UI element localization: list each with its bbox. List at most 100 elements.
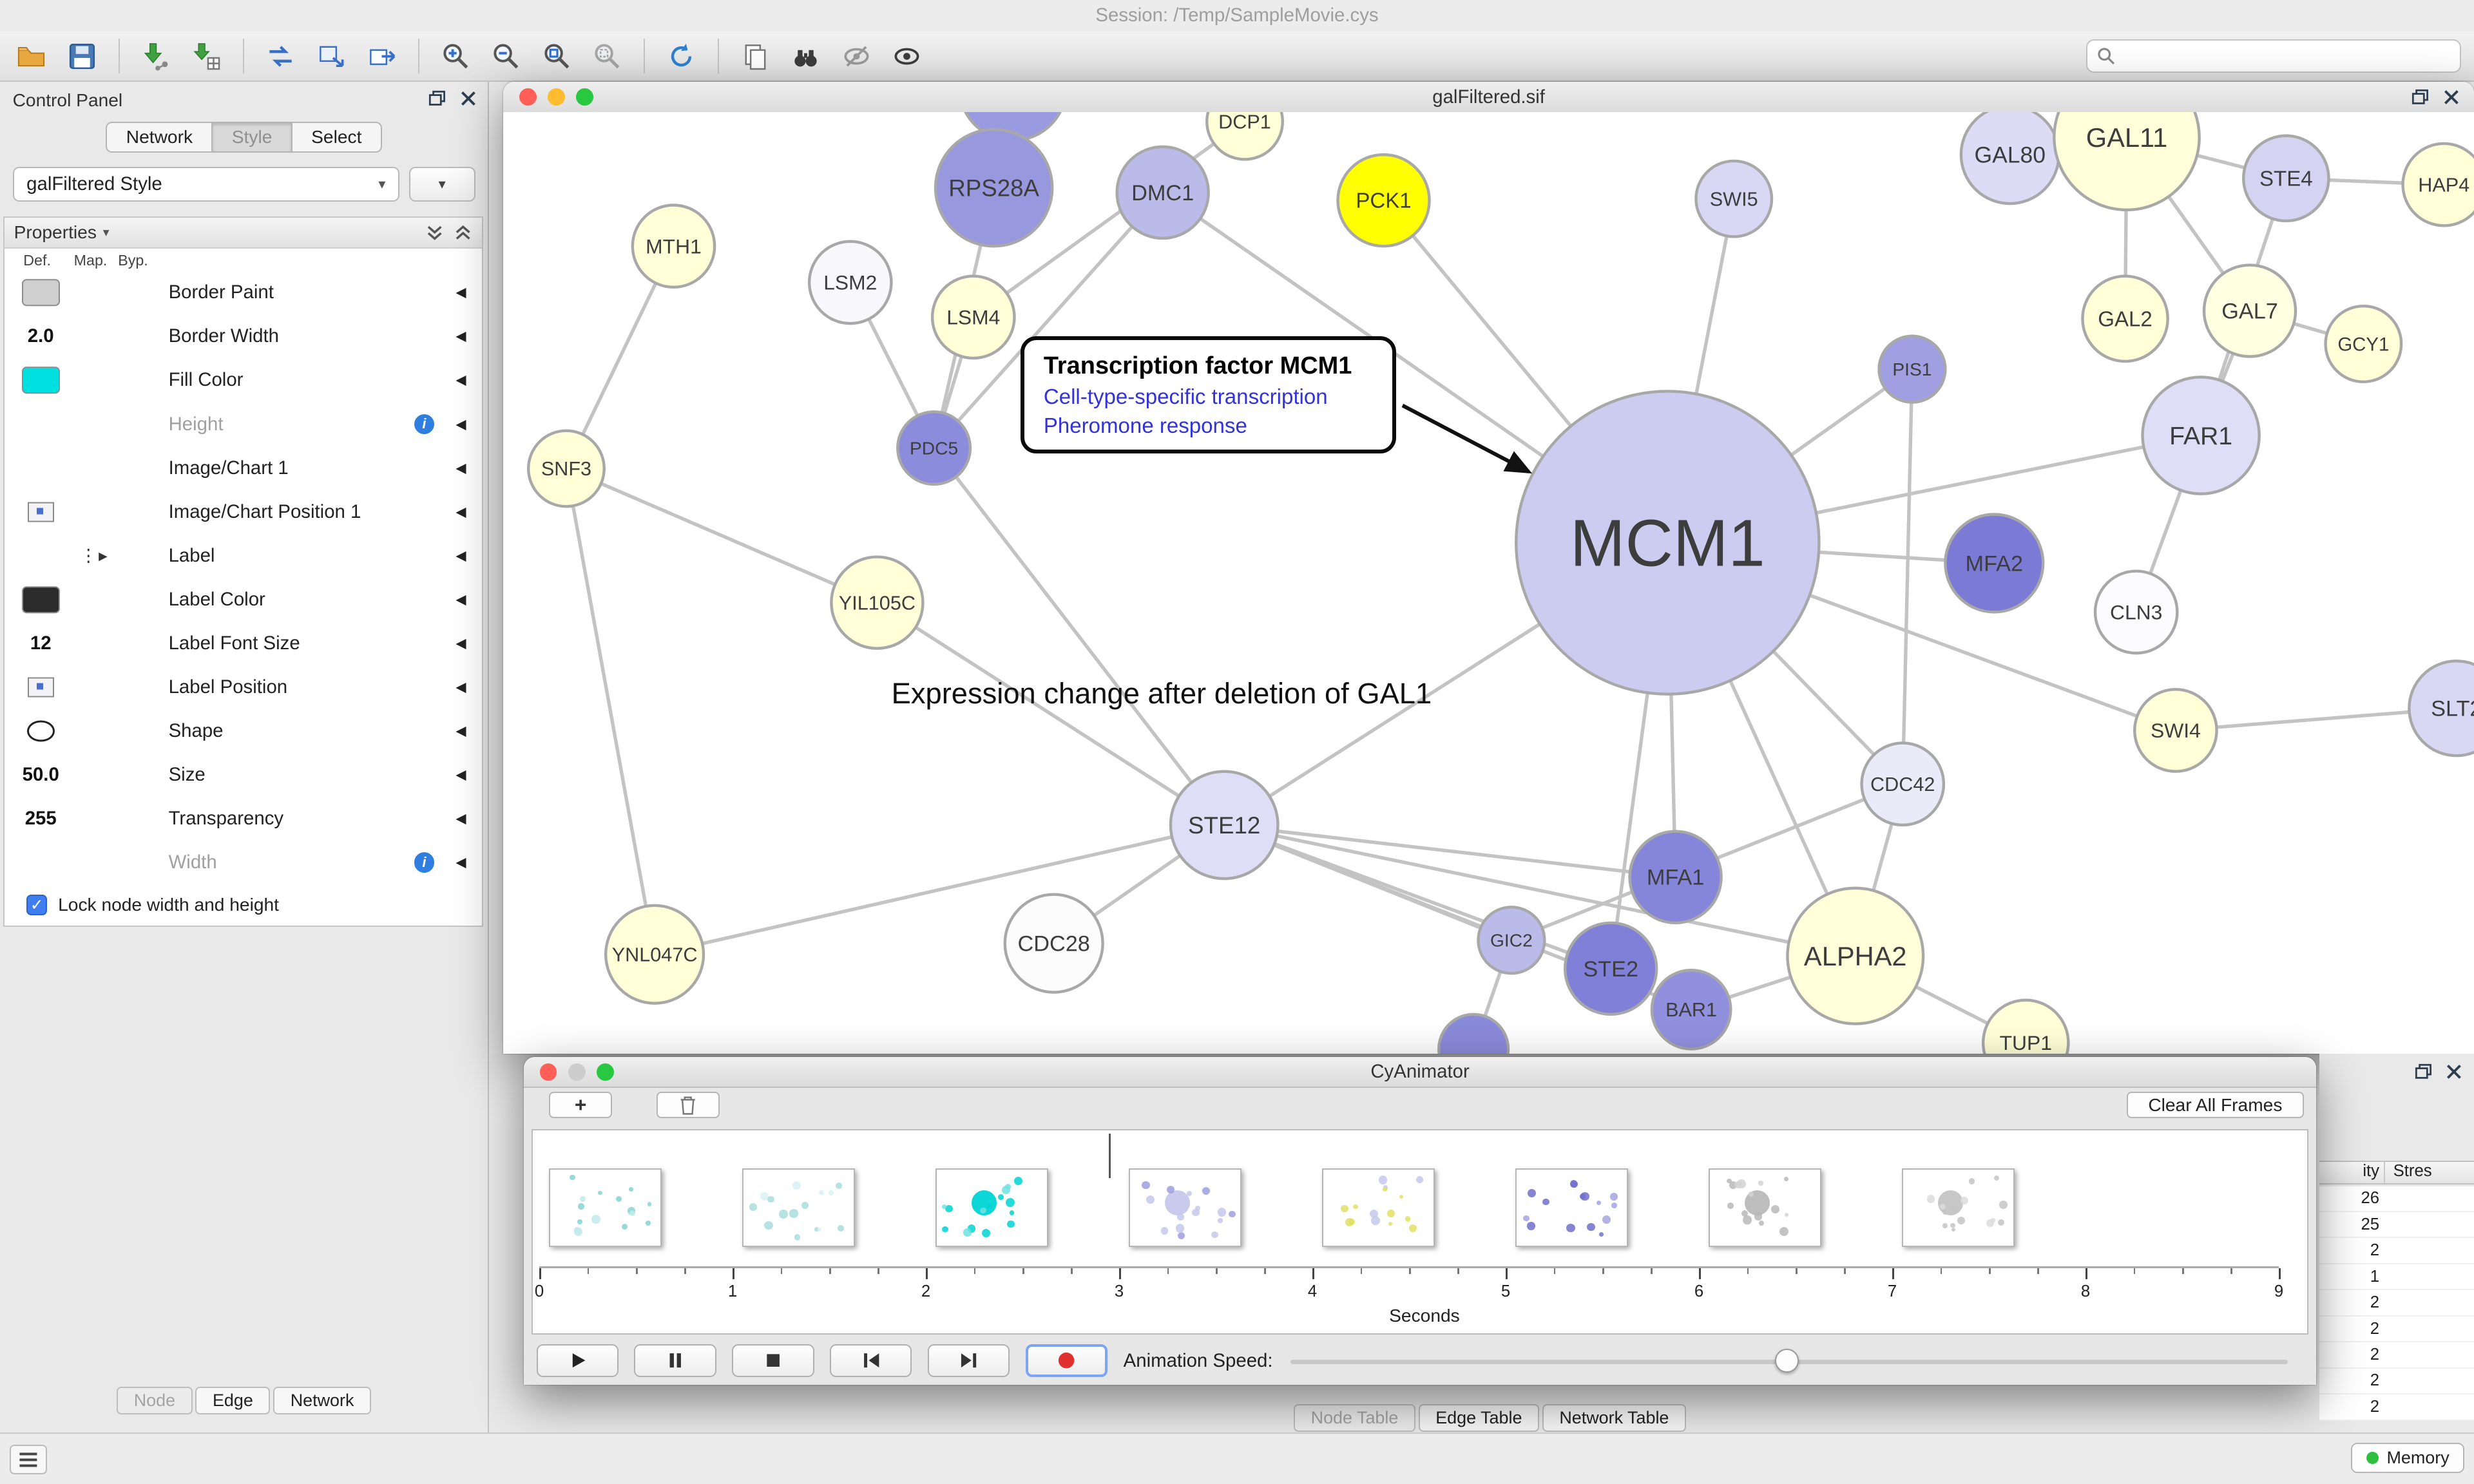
info-icon[interactable]: i: [414, 852, 435, 873]
tab-node-style[interactable]: Node: [117, 1386, 193, 1414]
network-edge[interactable]: [566, 466, 878, 604]
network-node-snf3[interactable]: [527, 429, 606, 508]
network-node-yil105c[interactable]: [830, 555, 925, 650]
mapping-cell[interactable]: ⋮▸: [74, 546, 115, 566]
close-traffic-light[interactable]: [539, 1063, 557, 1081]
global-search[interactable]: [2086, 39, 2462, 73]
frame-thumbnail-4[interactable]: [1321, 1168, 1435, 1247]
network-node-pdc5[interactable]: [896, 410, 972, 486]
speed-slider-thumb[interactable]: [1775, 1348, 1799, 1373]
zoom-selected-button[interactable]: [585, 35, 629, 77]
network-node-gal2[interactable]: [2081, 274, 2170, 363]
network-node-swi4[interactable]: [2133, 687, 2219, 773]
add-frame-button[interactable]: +: [549, 1091, 613, 1119]
table-cell-value[interactable]: 2: [2370, 1371, 2380, 1390]
table-row[interactable]: 2: [2319, 1342, 2474, 1369]
expand-row-icon[interactable]: ◀: [455, 548, 466, 564]
zoom-traffic-light[interactable]: [575, 88, 593, 106]
network-node-alpha2[interactable]: [1786, 886, 1925, 1025]
frame-thumbnail-1[interactable]: [742, 1168, 856, 1247]
default-value-cell[interactable]: 2.0: [17, 325, 64, 347]
collapse-all-icon[interactable]: [425, 223, 444, 242]
network-node-cdc28[interactable]: [1003, 893, 1105, 994]
network-edge[interactable]: [1901, 368, 1914, 785]
property-row-label-color[interactable]: Label Color◀: [5, 578, 482, 622]
network-node-ynl047c[interactable]: [604, 904, 705, 1005]
tab-edge-style[interactable]: Edge: [195, 1386, 271, 1414]
network-node-mth1[interactable]: [631, 204, 716, 289]
hide-selected-button[interactable]: [834, 35, 879, 77]
close-panel-icon[interactable]: [458, 88, 479, 109]
minimize-traffic-light[interactable]: [568, 1063, 586, 1081]
refresh-view-button[interactable]: [659, 35, 704, 77]
network-node-cdc42[interactable]: [1860, 741, 1946, 826]
float-window-icon[interactable]: [427, 88, 447, 109]
default-value-cell[interactable]: 50.0: [17, 764, 64, 786]
table-row[interactable]: 25: [2319, 1212, 2474, 1239]
annotation-link[interactable]: Cell-type-specific transcription: [1043, 385, 1328, 409]
network-node-mfa1[interactable]: [1628, 830, 1723, 924]
frame-thumbnail-6[interactable]: [1708, 1168, 1822, 1247]
table-cell-value[interactable]: 25: [2361, 1215, 2380, 1233]
network-window-titlebar[interactable]: galFiltered.sif: [503, 82, 2474, 113]
expand-row-icon[interactable]: ◀: [455, 328, 466, 344]
network-node-ste2[interactable]: [1564, 921, 1658, 1016]
network-edge[interactable]: [932, 191, 1164, 450]
task-history-button[interactable]: [9, 1444, 48, 1475]
network-edge[interactable]: [1224, 823, 1676, 879]
property-row-fill-color[interactable]: Fill Color◀: [5, 358, 482, 402]
default-value-cell[interactable]: [17, 720, 64, 742]
export-network-button[interactable]: [360, 35, 404, 77]
property-row-image-chart-1[interactable]: Image/Chart 1◀: [5, 446, 482, 490]
cyanimator-titlebar[interactable]: CyAnimator: [524, 1056, 2317, 1089]
frame-thumbnail-0[interactable]: [548, 1168, 662, 1247]
tab-network-style[interactable]: Network: [273, 1386, 371, 1414]
zoom-fit-button[interactable]: [535, 35, 579, 77]
open-session-button[interactable]: [10, 35, 54, 77]
table-cell-value[interactable]: 2: [2370, 1345, 2380, 1364]
network-node-mcm1[interactable]: [1515, 390, 1821, 696]
network-node-cln3[interactable]: [2094, 569, 2179, 655]
delete-frame-button[interactable]: [656, 1091, 720, 1119]
import-table-button[interactable]: [184, 35, 229, 77]
expand-all-icon[interactable]: [454, 223, 472, 242]
table-row[interactable]: 2: [2319, 1238, 2474, 1264]
tab-network-table[interactable]: Network Table: [1542, 1403, 1686, 1432]
tab-select[interactable]: Select: [292, 121, 382, 153]
new-network-button[interactable]: [258, 35, 303, 77]
network-node-ste12[interactable]: [1169, 770, 1280, 880]
network-edge[interactable]: [654, 823, 1225, 956]
tab-network[interactable]: Network: [106, 121, 213, 153]
table-row[interactable]: 1: [2319, 1264, 2474, 1291]
table-cell-value[interactable]: 26: [2361, 1189, 2380, 1208]
frame-thumbnail-7[interactable]: [1901, 1168, 2015, 1247]
info-icon[interactable]: i: [414, 414, 435, 435]
network-node-gic2[interactable]: [1477, 905, 1546, 975]
skip-to-end-button[interactable]: [927, 1344, 1010, 1377]
first-neighbors-button[interactable]: [784, 35, 829, 77]
zoom-in-button[interactable]: [434, 35, 478, 77]
zoom-out-button[interactable]: [484, 35, 529, 77]
network-node-lsm2[interactable]: [808, 240, 893, 325]
clear-all-frames-button[interactable]: Clear All Frames: [2127, 1091, 2304, 1119]
table-row[interactable]: 2: [2319, 1290, 2474, 1317]
properties-header-label[interactable]: Properties: [14, 222, 97, 242]
mcm1-annotation-box[interactable]: Transcription factor MCM1 Cell-type-spec…: [1021, 336, 1397, 454]
tab-style[interactable]: Style: [213, 121, 292, 153]
network-edge[interactable]: [1223, 823, 1856, 958]
expand-row-icon[interactable]: ◀: [455, 417, 466, 432]
current-style-select[interactable]: galFiltered Style ▾: [12, 166, 400, 202]
table-row[interactable]: 2: [2319, 1394, 2474, 1421]
default-value-cell[interactable]: [17, 279, 64, 307]
search-input[interactable]: [2123, 44, 2451, 68]
expand-row-icon[interactable]: ◀: [455, 461, 466, 476]
network-edge[interactable]: [564, 468, 657, 955]
play-button[interactable]: [536, 1344, 618, 1377]
expand-row-icon[interactable]: ◀: [455, 680, 466, 695]
annotation-arrow[interactable]: [1401, 403, 1533, 473]
